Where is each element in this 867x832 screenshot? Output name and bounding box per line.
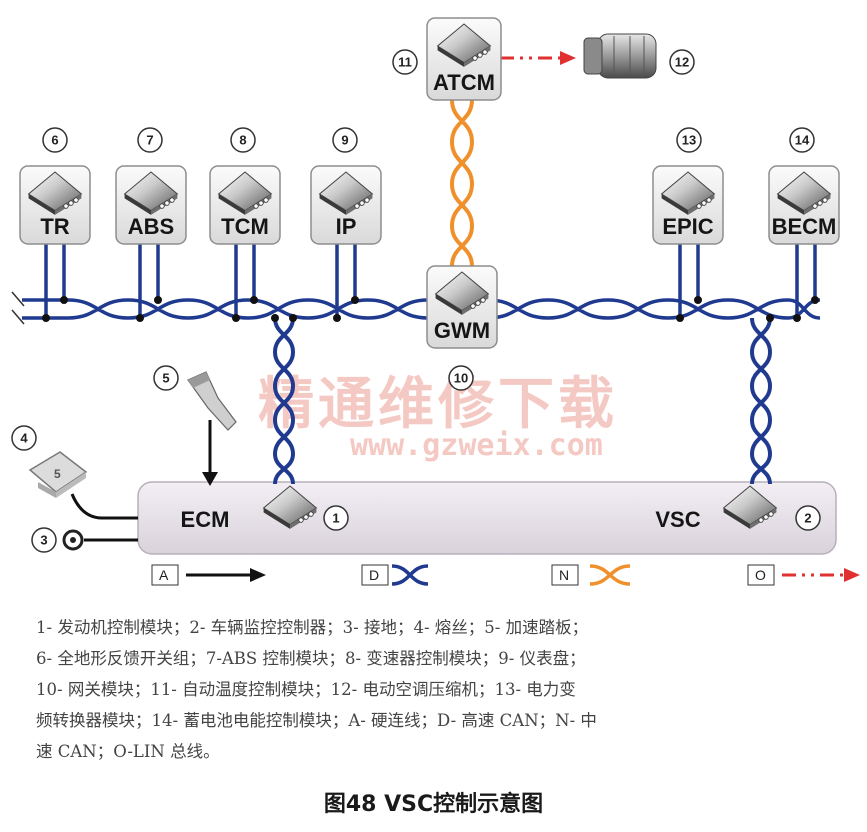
figure-caption: 1- 发动机控制模块；2- 车辆监控控制器；3- 接地；4- 熔丝；5- 加速踏… bbox=[36, 612, 836, 767]
legend: A D N O bbox=[151, 564, 860, 586]
module-atcm: ATCM bbox=[426, 17, 502, 101]
vsc-control-diagram: 精通维修下载 www.gzweix.com ATCM TR ABS TCM IP EPIC… bbox=[11, 17, 860, 586]
module-label-atcm: ATCM bbox=[433, 70, 495, 95]
svg-text:8: 8 bbox=[239, 133, 246, 148]
module-ecm: ECM bbox=[181, 485, 318, 532]
callout-tr: 6 bbox=[42, 127, 68, 153]
module-becm: BECM bbox=[768, 165, 840, 245]
svg-text:13: 13 bbox=[682, 133, 696, 148]
callout-gwm: 10 bbox=[448, 365, 474, 391]
callout-tcm: 8 bbox=[230, 127, 256, 153]
compressor-icon bbox=[583, 33, 657, 79]
can-bus-wiring bbox=[11, 99, 821, 485]
ecu-panel bbox=[137, 481, 837, 555]
module-label-ecm: ECM bbox=[181, 507, 230, 532]
svg-text:3: 3 bbox=[40, 533, 47, 548]
module-epic: EPIC bbox=[652, 165, 724, 245]
legend-letter-o: O bbox=[755, 567, 766, 583]
module-ip: IP bbox=[310, 165, 382, 245]
svg-text:9: 9 bbox=[341, 133, 348, 148]
hard-wires bbox=[70, 420, 218, 542]
svg-text:11: 11 bbox=[398, 55, 412, 70]
svg-text:10: 10 bbox=[454, 371, 468, 386]
watermark-url: www.gzweix.com bbox=[350, 428, 603, 463]
callout-vsc: 2 bbox=[795, 505, 821, 531]
module-abs: ABS bbox=[115, 165, 187, 245]
module-tr: TR bbox=[19, 165, 91, 245]
caption-line: 6- 全地形反馈开关组；7-ABS 控制模块；8- 变速器控制模块；9- 仪表盘… bbox=[36, 649, 586, 668]
callout-ground: 3 bbox=[31, 527, 57, 553]
legend-letter-d: D bbox=[369, 567, 379, 583]
module-label-abs: ABS bbox=[128, 214, 174, 239]
callout-epic: 13 bbox=[676, 127, 702, 153]
callout-fuse: 4 bbox=[11, 425, 37, 451]
caption-line: 频转换器模块；14- 蓄电池电能控制模块；A- 硬连线；D- 高速 CAN；N-… bbox=[36, 711, 597, 730]
svg-text:5: 5 bbox=[162, 371, 169, 386]
lin-bus-atcm-compressor bbox=[500, 51, 576, 65]
module-vsc: VSC bbox=[655, 485, 778, 532]
module-label-tcm: TCM bbox=[221, 214, 269, 239]
accelerator-pedal-icon bbox=[187, 371, 237, 431]
svg-text:2: 2 bbox=[804, 511, 811, 526]
watermark-cn: 精通维修下载 bbox=[258, 372, 618, 437]
svg-text:4: 4 bbox=[20, 431, 28, 446]
module-gwm: GWM bbox=[426, 265, 498, 349]
svg-text:1: 1 bbox=[332, 511, 339, 526]
legend-letter-n: N bbox=[559, 567, 569, 583]
svg-text:6: 6 bbox=[51, 133, 58, 148]
callout-pedal: 5 bbox=[153, 365, 179, 391]
caption-line: 1- 发动机控制模块；2- 车辆监控控制器；3- 接地；4- 熔丝；5- 加速踏… bbox=[36, 618, 589, 637]
ground-ring-icon bbox=[62, 529, 84, 551]
legend-letter-a: A bbox=[159, 567, 169, 583]
figure-title: 图48 VSC控制示意图 bbox=[323, 792, 544, 817]
callout-becm: 14 bbox=[789, 127, 815, 153]
module-label-epic: EPIC bbox=[662, 214, 713, 239]
svg-text:7: 7 bbox=[146, 133, 153, 148]
module-label-vsc: VSC bbox=[655, 507, 700, 532]
module-tcm: TCM bbox=[209, 165, 281, 245]
svg-text:5: 5 bbox=[54, 467, 61, 481]
fuse-icon: 5 bbox=[28, 451, 88, 498]
callout-ip: 9 bbox=[332, 127, 358, 153]
callout-abs: 7 bbox=[137, 127, 163, 153]
svg-text:14: 14 bbox=[795, 133, 810, 148]
module-label-gwm: GWM bbox=[434, 318, 490, 343]
svg-text:12: 12 bbox=[675, 55, 689, 70]
callout-atcm: 11 bbox=[392, 49, 418, 75]
caption-line: 10- 网关模块；11- 自动温度控制模块；12- 电动空调压缩机；13- 电力… bbox=[36, 680, 576, 699]
module-label-becm: BECM bbox=[772, 214, 837, 239]
caption-line: 速 CAN；O-LIN 总线。 bbox=[36, 742, 220, 761]
callout-compressor: 12 bbox=[669, 49, 695, 75]
module-label-tr: TR bbox=[40, 214, 69, 239]
callout-ecm: 1 bbox=[323, 505, 349, 531]
module-label-ip: IP bbox=[336, 214, 357, 239]
